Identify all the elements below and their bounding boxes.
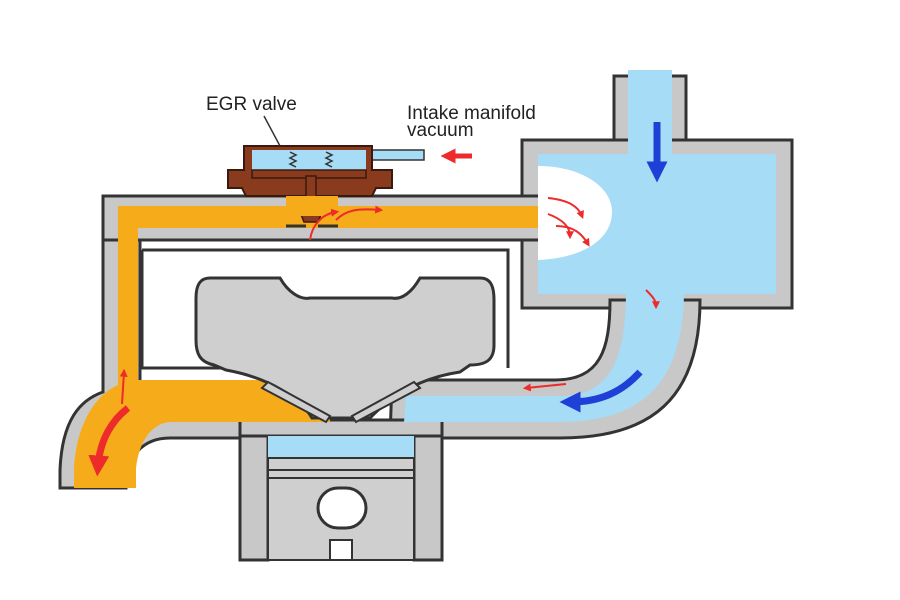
red-arrow-icon (645, 289, 660, 310)
intake-manifold-label: Intake manifold (407, 103, 536, 124)
red-arrow-icon (547, 197, 584, 219)
engine-valves (260, 380, 422, 424)
intake-vacuum-label: vacuum (407, 120, 474, 141)
flow-arrows (88, 122, 668, 477)
blue-arrow-icon (559, 369, 643, 413)
red-arrow-icon (547, 213, 574, 240)
egr-valve-label: EGR valve (206, 94, 297, 115)
red-arrow-icon (335, 205, 384, 221)
red-arrow-icon (555, 225, 590, 247)
egr-valve-leader (263, 115, 281, 147)
piston (267, 457, 415, 561)
red-arrow-icon (119, 368, 128, 405)
red-arrow-icon (309, 208, 340, 241)
egr-valve (227, 145, 425, 228)
red-arrow-icon (522, 383, 567, 392)
red-arrow-icon (88, 405, 131, 477)
exhaust-gas-path (74, 206, 538, 488)
combustion-chamber (268, 436, 414, 458)
